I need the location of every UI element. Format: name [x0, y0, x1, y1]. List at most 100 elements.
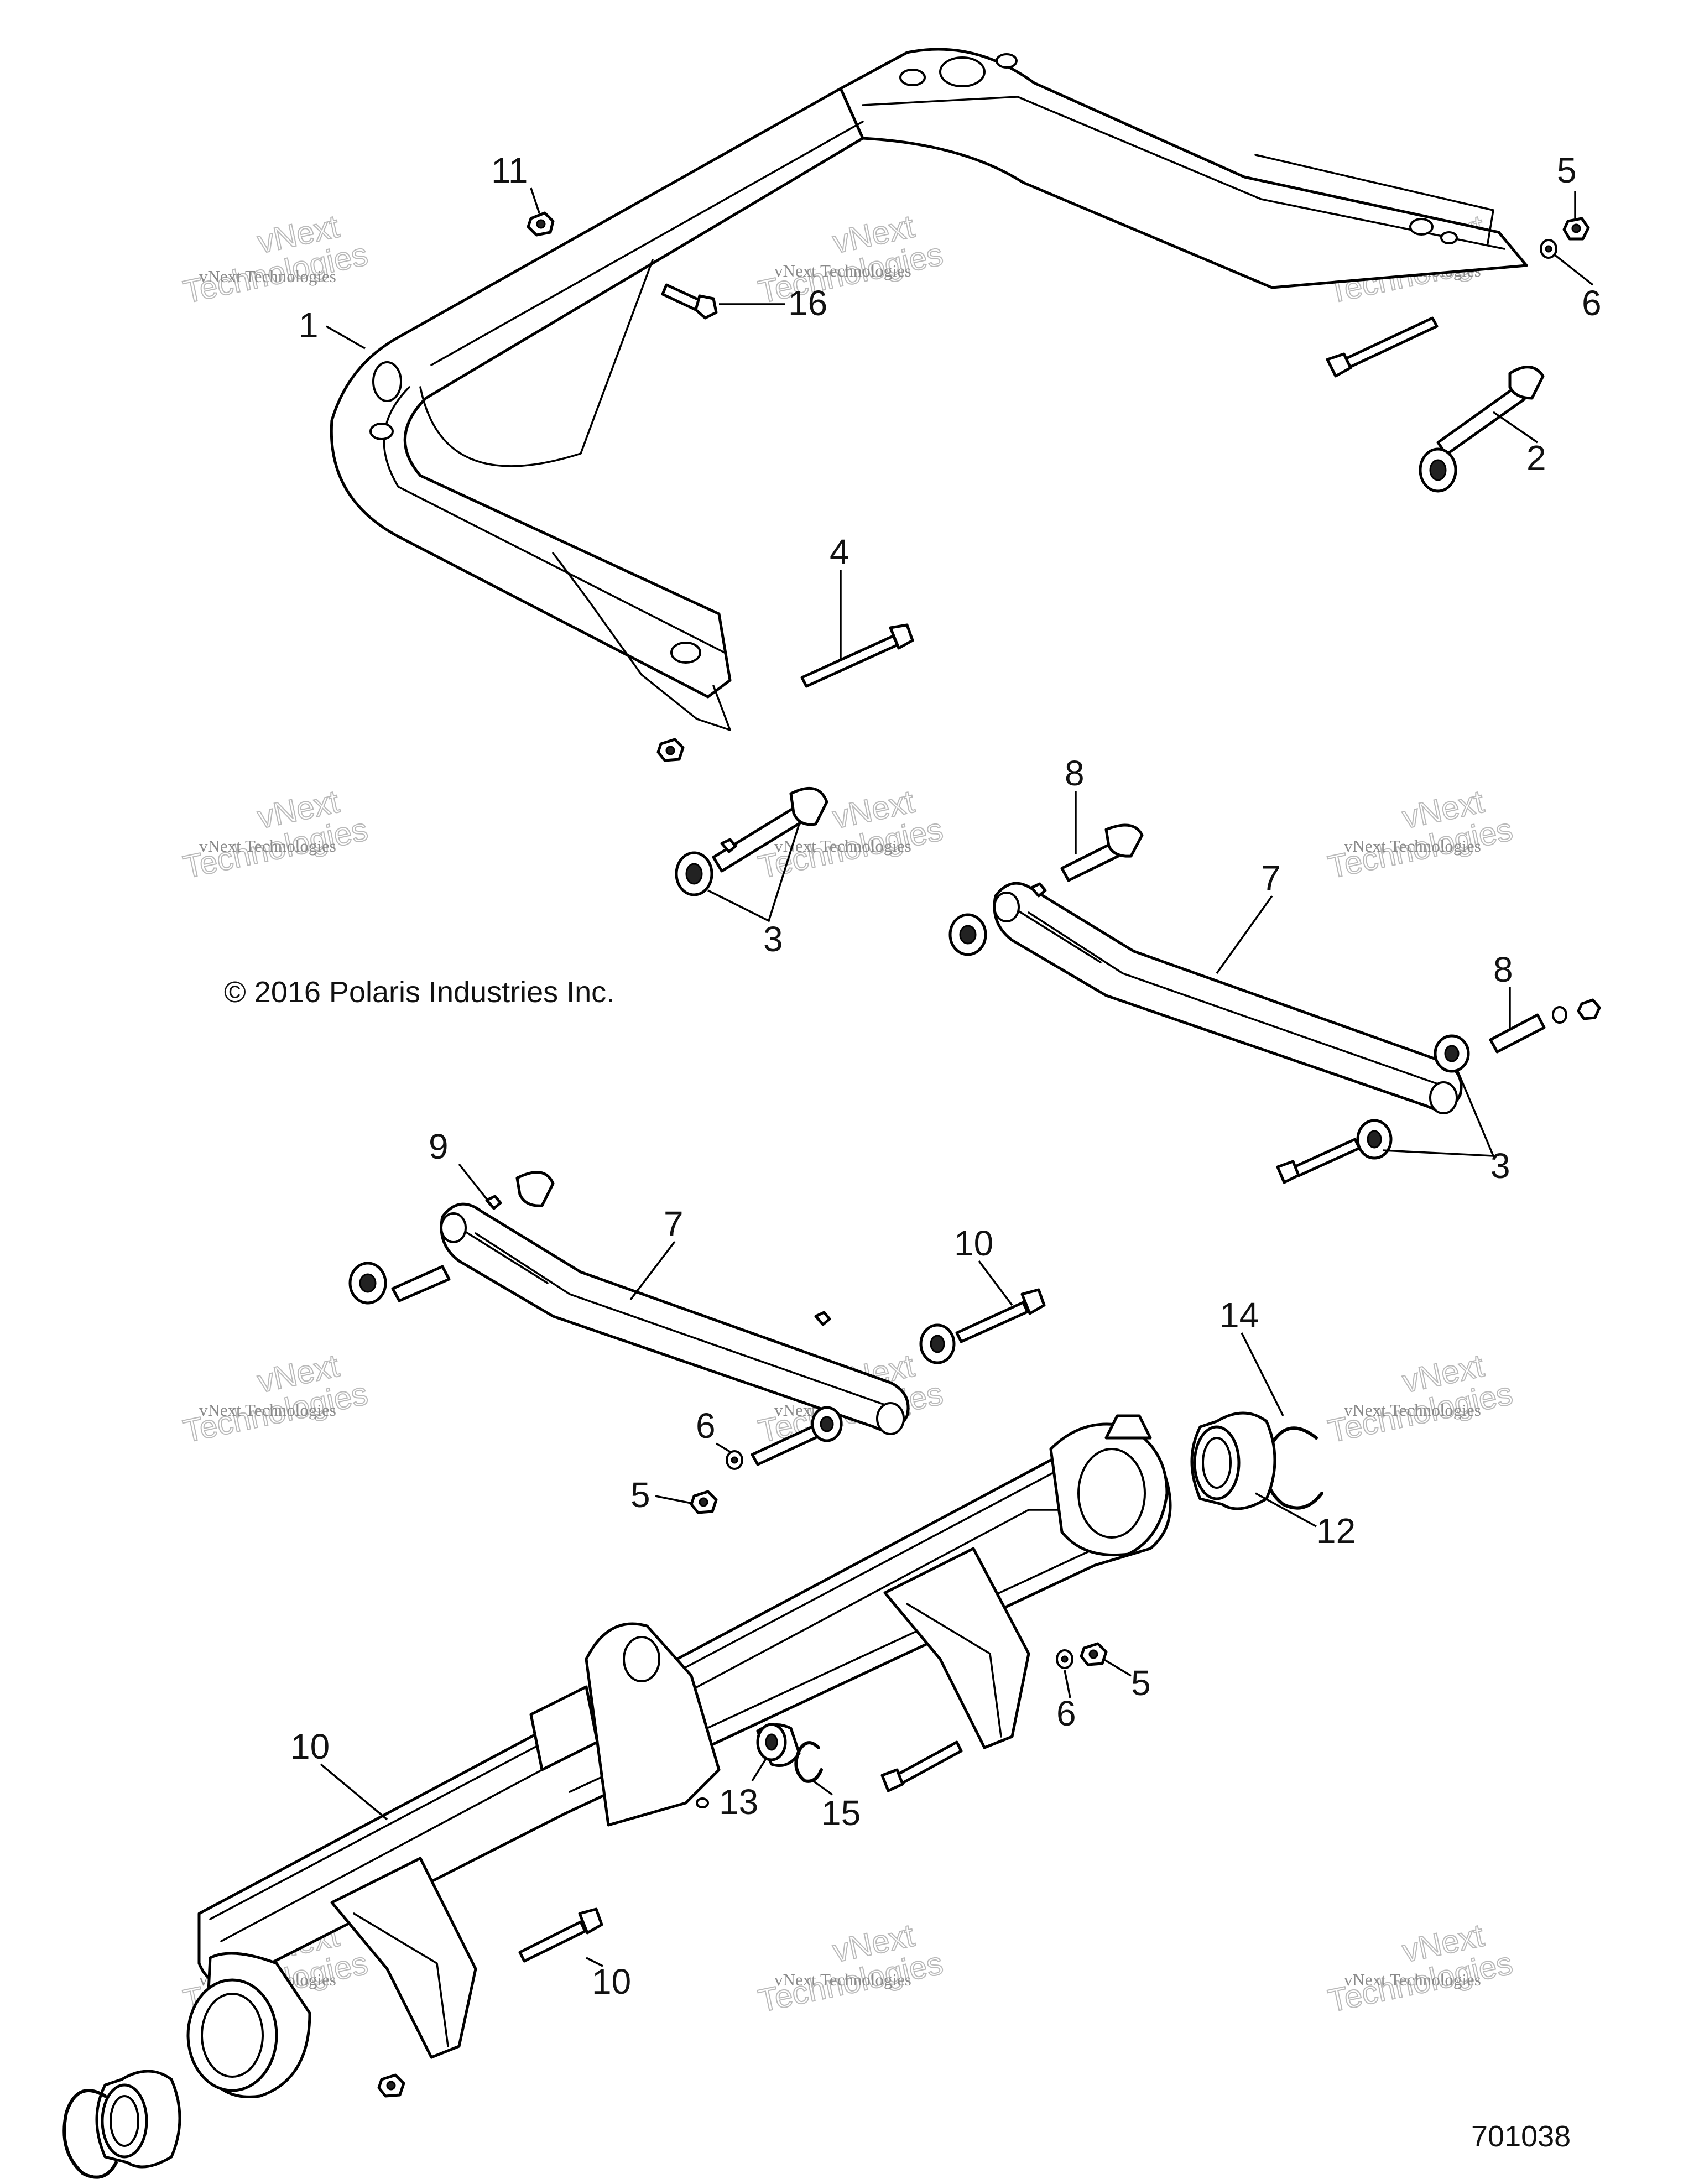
callout-7-lower: 7	[629, 1204, 684, 1301]
pin-8-upper-right	[1434, 998, 1601, 1073]
callout-10-upper: 10	[954, 1223, 1013, 1306]
diagram-number: 701038	[1471, 2120, 1571, 2153]
svg-text:4: 4	[830, 532, 850, 572]
washer-6-lower	[726, 1450, 743, 1470]
svg-text:15: 15	[821, 1793, 861, 1833]
watermark: Technologies vNext vNext Technologies	[180, 208, 372, 311]
callout-13: 13	[719, 1758, 767, 1822]
frame-part-1	[330, 48, 1528, 731]
callout-5-top: 5	[1557, 150, 1577, 218]
watermark: Technologies vNext vNext Technologies	[180, 783, 372, 886]
callout-3-upper: 3	[707, 823, 800, 959]
callout-16: 16	[719, 283, 827, 323]
svg-text:2: 2	[1526, 438, 1546, 478]
svg-text:vNext Technologies: vNext Technologies	[199, 267, 336, 286]
callout-9: 9	[429, 1127, 488, 1200]
nut-9	[485, 1195, 502, 1210]
callout-1: 1	[299, 305, 366, 350]
svg-text:7: 7	[1261, 858, 1281, 898]
svg-text:vNext Technologies: vNext Technologies	[1344, 1400, 1481, 1420]
watermark: Technologies vNext vNext Technologies	[180, 1347, 372, 1450]
nut-5-subframe	[1080, 1642, 1108, 1666]
bolt-frame-right	[1326, 316, 1439, 378]
callouts: 11 1 16 5 6 2 4 8	[290, 150, 1602, 2001]
svg-text:13: 13	[719, 1782, 758, 1822]
nut-subframe-bottom	[377, 2073, 405, 2098]
svg-text:14: 14	[1219, 1295, 1259, 1335]
svg-text:vNext Technologies: vNext Technologies	[1344, 836, 1481, 856]
svg-text:10: 10	[290, 1727, 330, 1766]
callout-17: 11	[491, 150, 540, 213]
svg-text:10: 10	[592, 1962, 631, 2001]
callout-3-lower: 3	[1382, 1070, 1510, 1186]
pin-8-upper-left	[1060, 823, 1144, 882]
svg-text:8: 8	[1493, 950, 1513, 989]
callout-5-subframe: 5	[1103, 1658, 1151, 1703]
bolt-16	[661, 283, 718, 320]
callout-2: 2	[1493, 411, 1546, 478]
watermark: Technologies vNext vNext Technologies	[1325, 1347, 1516, 1450]
bushing-pin-2	[1419, 366, 1545, 493]
bushing-3-upper	[675, 786, 828, 896]
svg-text:vNext Technologies: vNext Technologies	[774, 261, 911, 280]
callout-5-lower: 5	[630, 1475, 692, 1515]
bolt-arm-upper	[1276, 1119, 1393, 1184]
svg-text:5: 5	[630, 1475, 650, 1515]
svg-text:6: 6	[1582, 283, 1602, 323]
svg-text:vNext Technologies: vNext Technologies	[774, 836, 911, 856]
callout-7-upper: 7	[1216, 858, 1281, 974]
bolt-4	[800, 623, 914, 688]
control-arm-7-upper	[948, 882, 1463, 1114]
svg-text:vNext Technologies: vNext Technologies	[1344, 1970, 1481, 1989]
watermark: Technologies vNext vNext Technologies	[1325, 783, 1516, 886]
svg-text:6: 6	[1056, 1693, 1076, 1733]
nut-5-lower	[690, 1490, 718, 1514]
watermark: Technologies vNext vNext Technologies	[755, 208, 947, 311]
svg-text:5: 5	[1557, 150, 1577, 190]
bolt-10-lower	[518, 1907, 603, 1963]
washer-6-top	[1540, 239, 1557, 259]
callout-11: 10	[290, 1727, 388, 1821]
svg-text:9: 9	[429, 1127, 449, 1166]
svg-text:8: 8	[1065, 753, 1085, 793]
svg-text:3: 3	[763, 919, 783, 959]
svg-text:16: 16	[788, 283, 827, 323]
svg-text:10: 10	[954, 1223, 993, 1263]
bearing-lower-left	[95, 2070, 181, 2169]
nut-small-lower	[814, 1311, 831, 1326]
nut-small-upper	[1030, 882, 1047, 898]
bushing-13	[756, 1723, 801, 1767]
callout-6-subframe: 6	[1056, 1670, 1076, 1733]
callout-6-top: 6	[1553, 253, 1602, 323]
svg-text:12: 12	[1316, 1511, 1356, 1551]
bolt-10-upper	[919, 1288, 1046, 1364]
callout-4: 4	[830, 532, 850, 661]
callout-12: 12	[1255, 1492, 1356, 1551]
nut-17	[527, 211, 555, 237]
svg-text:7: 7	[664, 1204, 684, 1244]
watermark: Technologies vNext vNext Technologies	[755, 1917, 947, 2020]
bushing-lower-left	[348, 1171, 555, 1305]
control-arm-7-lower	[440, 1202, 910, 1435]
svg-text:vNext Technologies: vNext Technologies	[774, 1970, 911, 1989]
nut-5-top	[1562, 217, 1590, 241]
copyright-text: © 2016 Polaris Industries Inc.	[224, 976, 615, 1009]
washer-6-subframe	[1056, 1649, 1073, 1669]
svg-text:3: 3	[1490, 1146, 1510, 1186]
callout-6-lower: 6	[696, 1406, 731, 1453]
svg-text:vNext Technologies: vNext Technologies	[199, 836, 336, 856]
svg-text:1: 1	[299, 305, 319, 345]
bearing-12	[1190, 1411, 1276, 1510]
watermark: Technologies vNext vNext Technologies	[1325, 1917, 1516, 2020]
clip-15	[794, 1741, 823, 1783]
nut-frame-bottom	[656, 738, 685, 762]
pin-lower	[751, 1406, 843, 1466]
callout-10-lower: 10	[586, 1957, 631, 2001]
svg-text:11: 11	[491, 150, 528, 190]
callout-8-upper: 8	[1065, 753, 1085, 854]
svg-text:vNext Technologies: vNext Technologies	[199, 1400, 336, 1420]
svg-text:5: 5	[1131, 1663, 1151, 1703]
callout-14: 14	[1219, 1295, 1284, 1416]
